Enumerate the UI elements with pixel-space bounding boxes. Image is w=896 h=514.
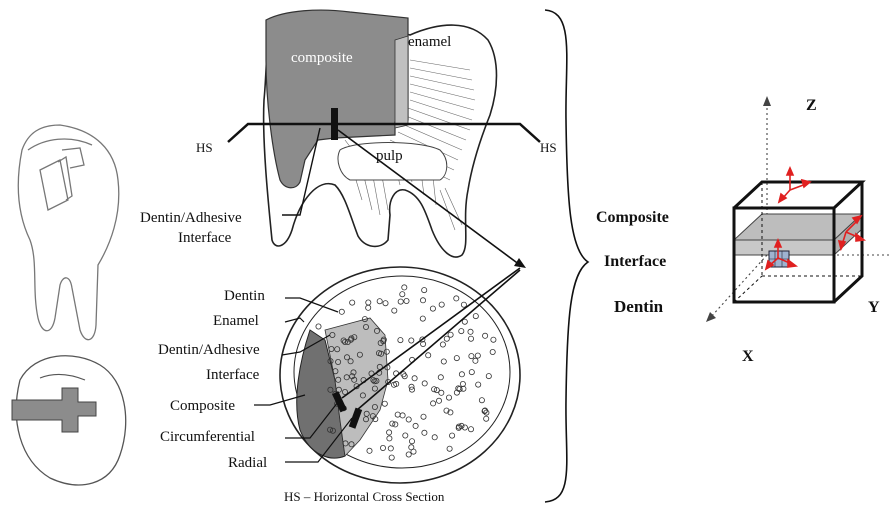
label-interface-top-2: Interface: [178, 230, 232, 246]
label-hs-left: HS: [196, 140, 213, 155]
label-hs-right: HS: [540, 140, 557, 155]
molar-side-sketch: [18, 125, 119, 340]
label-pulp: pulp: [376, 148, 403, 164]
label-composite: Composite: [170, 398, 235, 414]
label-enamel-top: enamel: [408, 34, 451, 50]
label-dentin: Dentin: [224, 288, 265, 304]
tooth-section: composite enamel pulp HS HS Dentin/Adhes…: [140, 10, 557, 268]
label-axis-z: Z: [806, 97, 817, 114]
cross-section: Dentin Enamel Dentin/Adhesive Interface …: [158, 267, 520, 504]
label-interface-2: Interface: [206, 367, 260, 383]
label-interface-1: Dentin/Adhesive: [158, 342, 260, 358]
label-enamel: Enamel: [213, 313, 259, 329]
label-cube-interface: Interface: [604, 253, 666, 270]
label-radial: Radial: [228, 455, 267, 471]
label-axis-x: X: [742, 348, 754, 365]
label-cube-composite: Composite: [596, 209, 669, 226]
caption-horizontal-cross-section: HS – Horizontal Cross Section: [284, 489, 445, 504]
label-composite-top: composite: [291, 50, 353, 66]
label-cube-dentin: Dentin: [614, 297, 664, 316]
label-interface-top-1: Dentin/Adhesive: [140, 210, 242, 226]
label-axis-y: Y: [868, 299, 880, 316]
label-circumferential: Circumferential: [160, 429, 255, 445]
molar-occlusal-sketch: [12, 356, 126, 485]
curly-brace: [545, 10, 588, 502]
cube-diagram: Composite Interface Dentin X Y Z: [596, 96, 890, 365]
